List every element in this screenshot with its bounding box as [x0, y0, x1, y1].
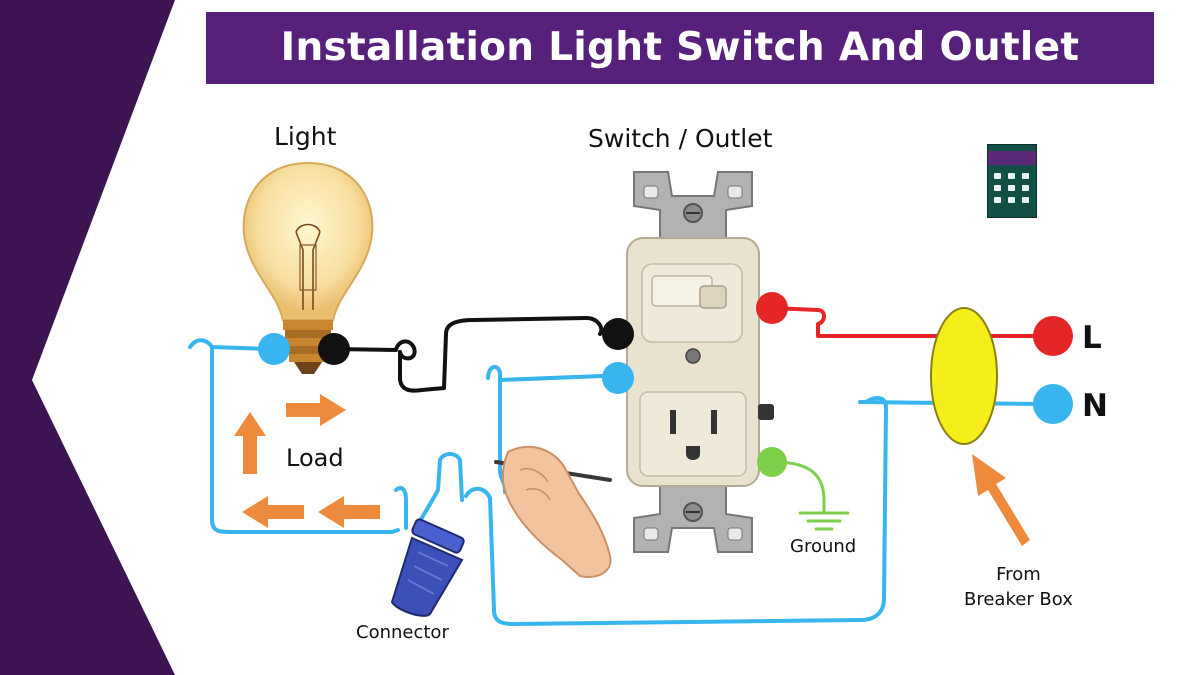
- load-label: Load: [286, 444, 344, 472]
- from-breaker-label: From Breaker Box: [964, 562, 1073, 612]
- junction-oval: [930, 307, 998, 445]
- side-panel: [0, 0, 175, 675]
- ground-symbol-icon: [798, 511, 850, 531]
- page-title: Installation Light Switch And Outlet: [280, 24, 1080, 70]
- arrow-icon: [234, 394, 1030, 546]
- neutral-terminal: [258, 333, 290, 365]
- ground-label: Ground: [790, 536, 857, 557]
- neutral-label: N: [1082, 388, 1108, 424]
- switch-top-terminal: [602, 318, 634, 350]
- outlet-neutral-terminal: [602, 362, 634, 394]
- live-wire: [770, 306, 1052, 338]
- from-breaker-line2: Breaker Box: [964, 589, 1073, 610]
- ground-terminal: [757, 447, 787, 477]
- switch-outlet-label: Switch / Outlet: [588, 124, 773, 153]
- light-label: Light: [274, 122, 337, 151]
- live-label: L: [1082, 320, 1102, 356]
- switch-outlet-device-icon: [626, 171, 774, 553]
- hand-with-pencil-icon: [494, 445, 612, 578]
- switch-leg-terminal: [318, 333, 350, 365]
- title-banner: [206, 12, 1154, 84]
- live-terminal: [756, 292, 788, 324]
- live-supply-terminal: [1033, 316, 1073, 356]
- channel-logo-icon: [987, 144, 1037, 218]
- wire-connector-icon: [390, 518, 465, 617]
- connector-label: Connector: [356, 622, 449, 643]
- from-breaker-line1: From: [996, 564, 1041, 585]
- light-bulb-icon: [242, 161, 374, 374]
- neutral-supply-terminal: [1033, 384, 1073, 424]
- switch-leg-wire: [330, 316, 604, 393]
